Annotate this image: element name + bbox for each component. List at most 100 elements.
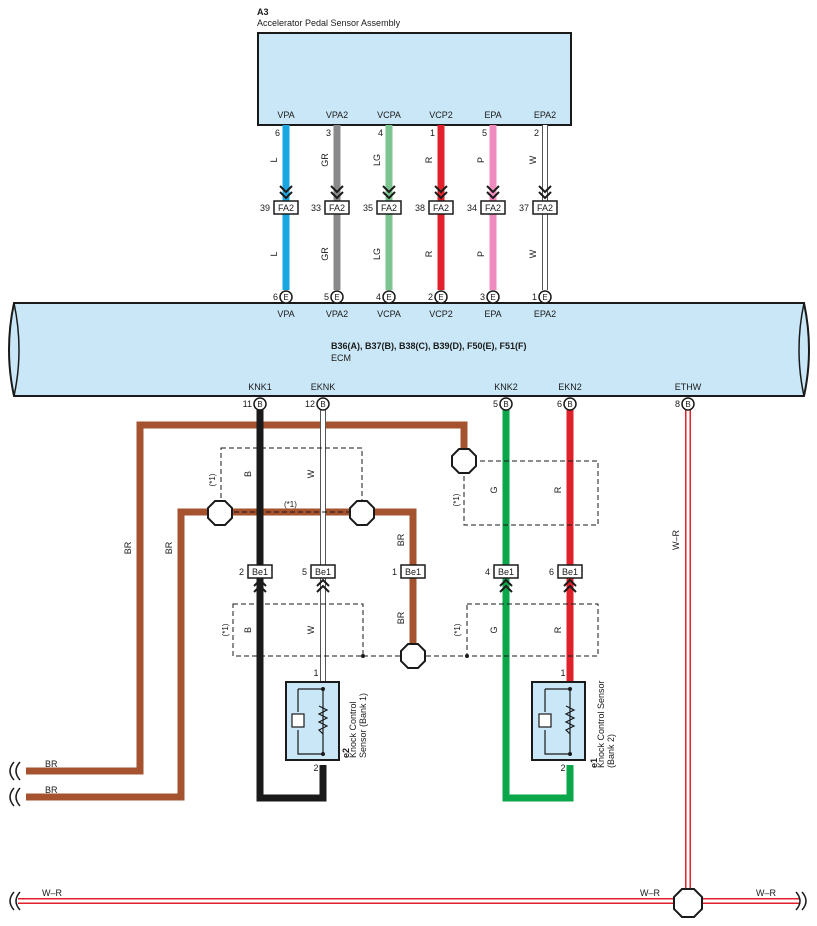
assembly-pin-label-vpa2: VPA2 [326,110,348,120]
shield-boxes [220,447,599,657]
ecm-bottom-no-eknk: 12 [305,399,315,409]
color-code-epa2-lower: W [528,249,538,258]
assembly-pin-no-vpa2: 3 [326,128,331,138]
wire-label-wr-mid: W–R [640,888,661,898]
be1-pin-ekn2: 6 [549,567,554,577]
fa2-pin-vpa: 39 [260,203,270,213]
shield-note-3: (*1) [452,493,461,506]
color-code-epa2-upper: W [528,155,538,164]
ecm-bottom-pin-eknk [316,397,330,411]
ecm-bottom-conn-ekn2: B [567,400,572,409]
sensor-bank1-name: Knock Control [348,701,358,758]
wire-label-b-1: B [243,471,253,477]
color-code-vcp2-upper: R [424,156,434,163]
ecm-pin-no-vcp2: 2 [428,292,433,302]
fa2-box-3: FA2 [376,200,402,215]
wire-label-br-4: BR [396,611,406,624]
ecm-pin-no-epa2: 1 [532,292,537,302]
wire-label-g-2: G [489,626,499,633]
color-code-epa-upper: P [476,157,486,163]
shield-note-4: (*1) [221,623,230,636]
ecm-conn-vcp2: E [438,293,443,302]
ecm-bottom-conn-knk2: B [503,400,508,409]
shield-dot-right [465,654,469,658]
ecm-pin-circle-vcpa [382,290,396,304]
ecm-bottom-pin-ethw [681,397,695,411]
wire-label-br-3: BR [396,533,406,546]
be1-pin-knk1: 2 [239,567,244,577]
ecm-pin-no-vcpa: 4 [376,292,381,302]
ecm-bottom-no-knk2: 5 [493,399,498,409]
shield-box-bank2-upper [463,460,599,526]
ecm-label-vcpa: VCPA [377,309,401,319]
svg-text:FA2: FA2 [485,203,501,213]
be1-box-knk1: Be1 [247,564,273,579]
assembly-name: Accelerator Pedal Sensor Assembly [257,18,401,28]
ecm-pin-circle-vpa [279,290,293,304]
ecm-pin-circle-epa [486,290,500,304]
knock-sensor-bank1 [285,681,340,761]
ecm-label-vpa2: VPA2 [326,309,348,319]
sensor-bank2-pin-top: 1 [560,668,565,678]
ecm-bottom-pin-knk1 [253,397,267,411]
fa2-box-6: FA2 [532,200,558,215]
shield-box-bank1-lower [232,603,364,657]
assembly-pin-label-epa2: EPA2 [534,110,556,120]
wire-label-b-2: B [243,627,253,633]
wire-knk1 [256,404,327,802]
be1-pin-shield: 1 [392,567,397,577]
color-code-epa-lower: P [476,251,486,257]
ecm-bottom-conn-eknk: B [320,400,325,409]
fa2-pin-vcpa: 35 [363,203,373,213]
fa2-box-2: FA2 [324,200,350,215]
ecm-conn-vpa: E [283,293,288,302]
be1-box-shield: Be1 [400,564,426,579]
svg-text:FA2: FA2 [278,203,294,213]
fa2-box-1: FA2 [273,200,299,215]
splice-octagon-bottom [400,643,426,669]
shield-box-bank1-upper [220,447,363,513]
ecm-bottom-label-knk2: KNK2 [494,382,518,392]
svg-text:FA2: FA2 [433,203,449,213]
accelerator-pedal-sensor-box [257,32,572,126]
sensor-bank1-pin-top: 1 [313,668,318,678]
fa2-pin-epa: 34 [467,203,477,213]
fa2-pin-vcp2: 38 [415,203,425,213]
wire-label-w-2: W [306,625,316,634]
ecm-pin-circle-epa2 [538,290,552,304]
assembly-pin-label-epa: EPA [484,110,501,120]
ecm-bottom-no-ethw: 8 [675,399,680,409]
splice-octagon-right [451,448,477,474]
ecm-label-vcp2: VCP2 [429,309,453,319]
ecm-label-epa: EPA [484,309,501,319]
shield-dot-left [361,654,365,658]
wire-label-br-left-1: BR [45,759,58,769]
ecm-bottom-no-ekn2: 6 [557,399,562,409]
shield-note-5: (*1) [453,623,462,636]
ecm-box-break-right [798,302,805,397]
color-code-vcp2-lower: R [424,250,434,257]
svg-text:Be1: Be1 [252,567,268,577]
be1-pin-knk2: 4 [485,567,490,577]
color-code-vpa-lower: L [269,251,279,256]
splice-octagon-mid [349,500,375,526]
shield-note-2: (*1) [284,500,297,509]
ecm-bottom-label-ekn2: EKN2 [558,382,582,392]
ecm-bottom-conn-ethw: B [685,400,690,409]
assembly-id: A3 [257,7,269,17]
assembly-pin-no-vcp2: 1 [430,128,435,138]
sensor-bank2-id: e1 [589,758,599,768]
break-marks [9,761,807,911]
ecm-pin-circle-vcp2 [434,290,448,304]
wire-label-wr-right: W–R [756,888,777,898]
ecm-conn-epa2: E [542,293,547,302]
fa2-box-4: FA2 [428,200,454,215]
wire-label-r-1: R [553,486,563,493]
assembly-pin-label-vcp2: VCP2 [429,110,453,120]
assembly-pin-label-vpa: VPA [277,110,294,120]
be1-pin-eknk: 5 [302,567,307,577]
sensor-bank1-id: e2 [341,748,351,758]
assembly-pin-no-epa2: 2 [534,128,539,138]
svg-text:FA2: FA2 [537,203,553,213]
wire-label-w-1: W [306,469,316,478]
